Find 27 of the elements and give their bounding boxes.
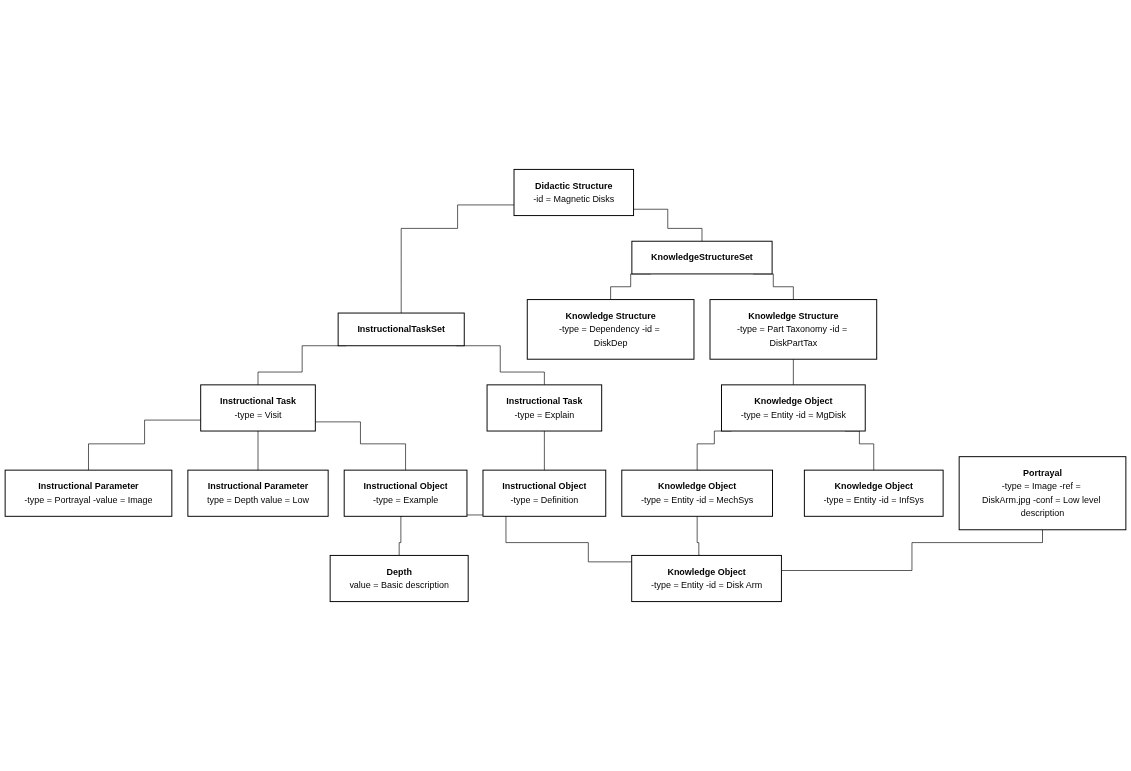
node-box: Instructional Object -type = Example: [343, 469, 468, 517]
node-box: Knowledge Object -type = Entity -id = MgDisk: [721, 384, 866, 432]
node-box: Knowledge Object -type = Entity -id = Disk Arm: [631, 554, 782, 603]
connector: [633, 208, 703, 242]
connector: [315, 421, 406, 471]
node-box: Knowledge Object -type = Entity -id = MechSys: [621, 469, 773, 517]
node-box: Instructional Task -type = Visit: [200, 384, 316, 432]
connector: [696, 516, 701, 556]
node-box: Didactic Structure -id = Magnetic Disks: [513, 168, 635, 217]
node-box: Instructional Task -type = Explain: [486, 384, 603, 432]
connector: [398, 516, 403, 556]
connector: [781, 529, 1043, 571]
node-box: Depth value = Basic description: [329, 554, 469, 603]
connector: [257, 430, 259, 471]
node-box: Portrayal -type = Image -ref = DiskArm.jpg -conf = Low level description: [958, 456, 1127, 531]
connector: [400, 204, 515, 314]
node-box: Knowledge Object -type = Entity -id = InfSys: [803, 469, 944, 517]
node-box: KnowledgeStructureSet: [631, 240, 773, 275]
node-box: Instructional Parameter type = Depth value = Low: [187, 469, 329, 517]
connector: [544, 430, 545, 471]
node-box: Knowledge Structure -type = Part Taxonomy -id = DiskPartTax: [709, 299, 878, 360]
node-box: InstructionalTaskSet: [337, 312, 465, 347]
node-box: Knowledge Structure -type = Dependency -id = DiskDep: [526, 299, 695, 360]
connector: [793, 358, 794, 386]
connector: [88, 419, 201, 471]
node-box: Instructional Parameter -type = Portrayal -value = Image: [4, 469, 173, 517]
node-box: Instructional Object -type = Definition: [482, 469, 607, 517]
